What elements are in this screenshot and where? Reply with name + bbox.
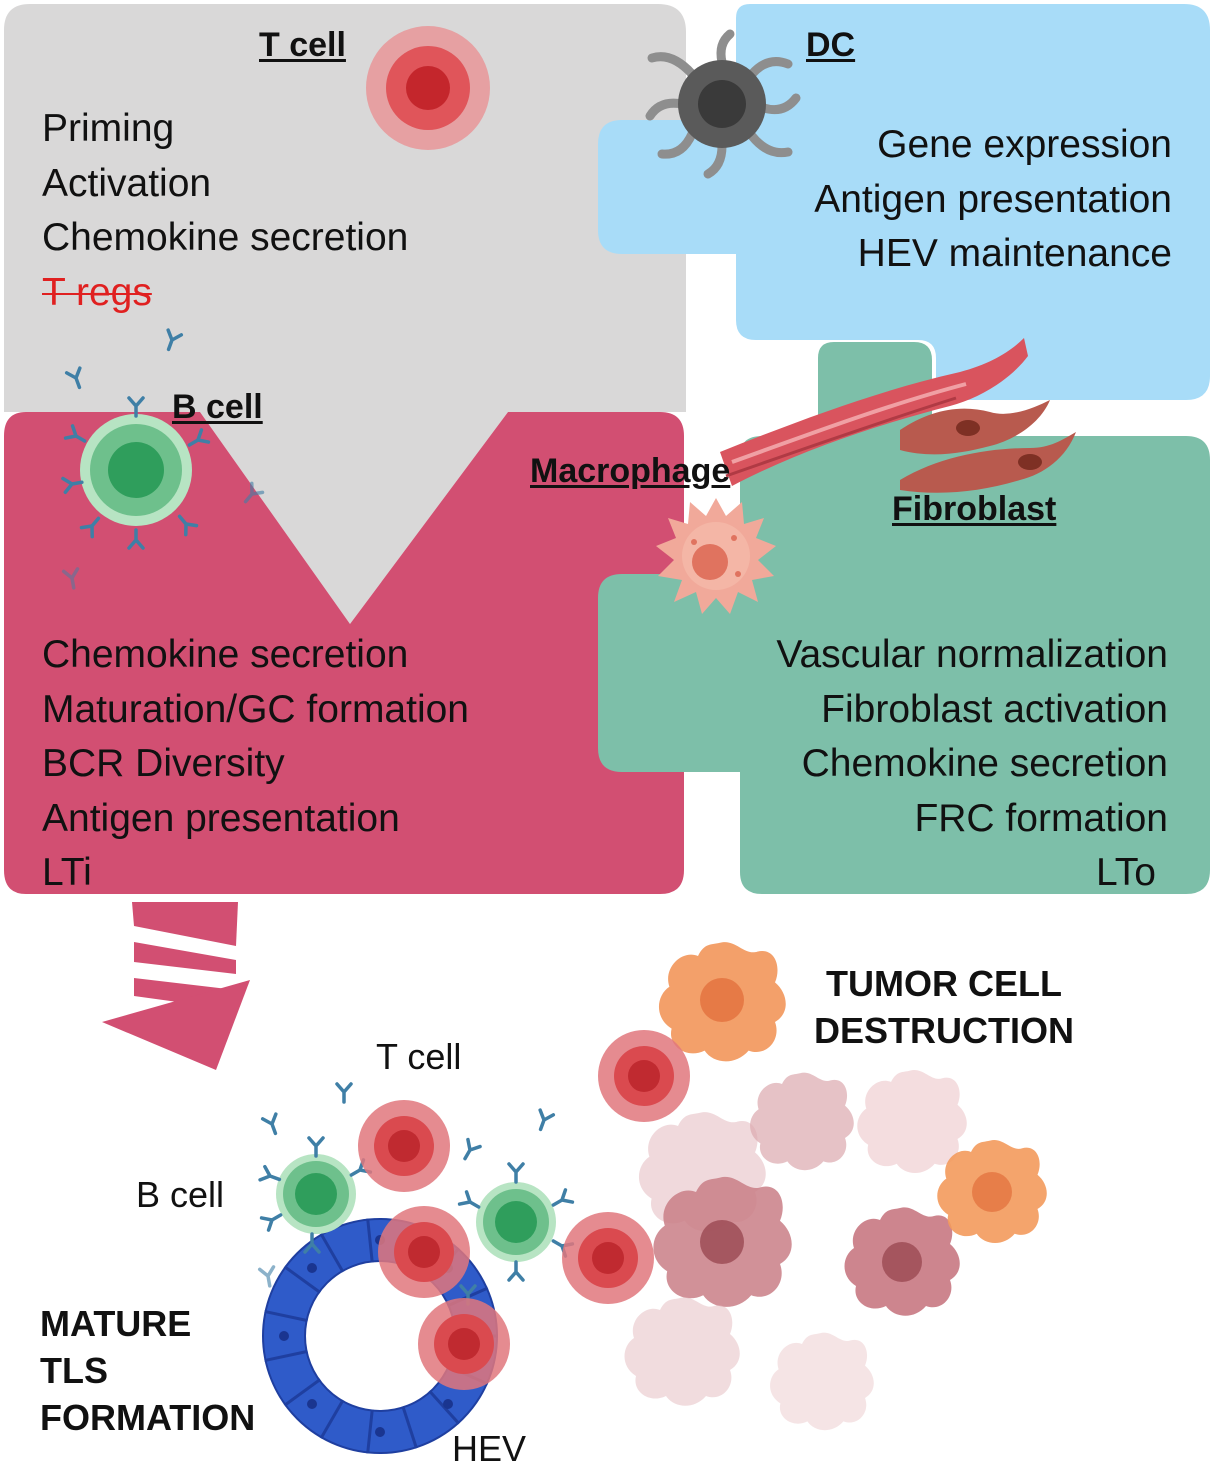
dc-item: Antigen presentation: [814, 177, 1172, 221]
bcell-function-list: Chemokine secretion Maturation/GC format…: [42, 628, 469, 901]
fibroblast-item: Fibroblast activation: [821, 687, 1168, 731]
tumor-label-line1: TUMOR CELL: [826, 963, 1062, 1004]
tcell-item: Chemokine secretion: [42, 216, 409, 259]
bcell-bottom-label: B cell: [136, 1174, 225, 1215]
tcell-panel-title: T cell: [259, 26, 346, 64]
hev-label: HEV: [452, 1428, 527, 1469]
fibroblast-item: LTo: [1096, 851, 1156, 894]
macrophage-title: Macrophage: [530, 452, 731, 490]
bcell-item: Maturation/GC formation: [42, 687, 470, 731]
t-cell-icon: [366, 26, 490, 150]
bcell-item: Chemokine secretion: [42, 633, 409, 676]
tumor-label-line2: DESTRUCTION: [814, 1010, 1074, 1051]
macrophage-icon: [656, 498, 776, 614]
tcell-item: Priming: [42, 107, 175, 150]
fibroblast-panel: [598, 342, 1210, 894]
fibroblast-icon: [720, 338, 1076, 493]
fibroblast-function-list: Vascular normalization Fibroblast activa…: [776, 628, 1168, 901]
tcell-struck-item: T regs: [42, 270, 152, 314]
dendritic-cell-icon: [645, 29, 801, 179]
tcell-bottom-label: T cell: [376, 1036, 462, 1077]
dc-function-list: Gene expression Antigen presentation HEV…: [814, 118, 1172, 282]
tcell-item: Activation: [42, 161, 212, 205]
bcell-panel-title: B cell: [172, 388, 263, 426]
tls-label-line2: TLS: [40, 1350, 108, 1391]
tumor-cell-icon: [624, 942, 1047, 1431]
tls-label-line3: FORMATION: [40, 1397, 256, 1438]
fibroblast-item: Chemokine secretion: [801, 742, 1168, 785]
fibroblast-item: FRC formation: [914, 796, 1168, 840]
dc-panel-title: DC: [806, 26, 856, 64]
down-arrow-icon: [102, 902, 250, 1070]
tcell-panel: [4, 4, 686, 624]
bcell-item: LTi: [42, 851, 92, 894]
tcell-function-list: Priming Activation Chemokine secretion T…: [42, 102, 408, 320]
b-cell-icon: [61, 396, 211, 550]
tls-label-line1: MATURE: [40, 1303, 192, 1344]
fibroblast-item: Vascular normalization: [776, 633, 1168, 676]
fibroblast-panel-title: Fibroblast: [892, 490, 1057, 528]
b-cell-icon-bottom-right: [457, 1162, 575, 1282]
dc-item: Gene expression: [877, 123, 1172, 166]
bcell-item: Antigen presentation: [42, 796, 400, 840]
bcell-item: BCR Diversity: [42, 742, 285, 785]
dc-item: HEV maintenance: [857, 232, 1172, 275]
bcell-panel: [4, 412, 684, 894]
